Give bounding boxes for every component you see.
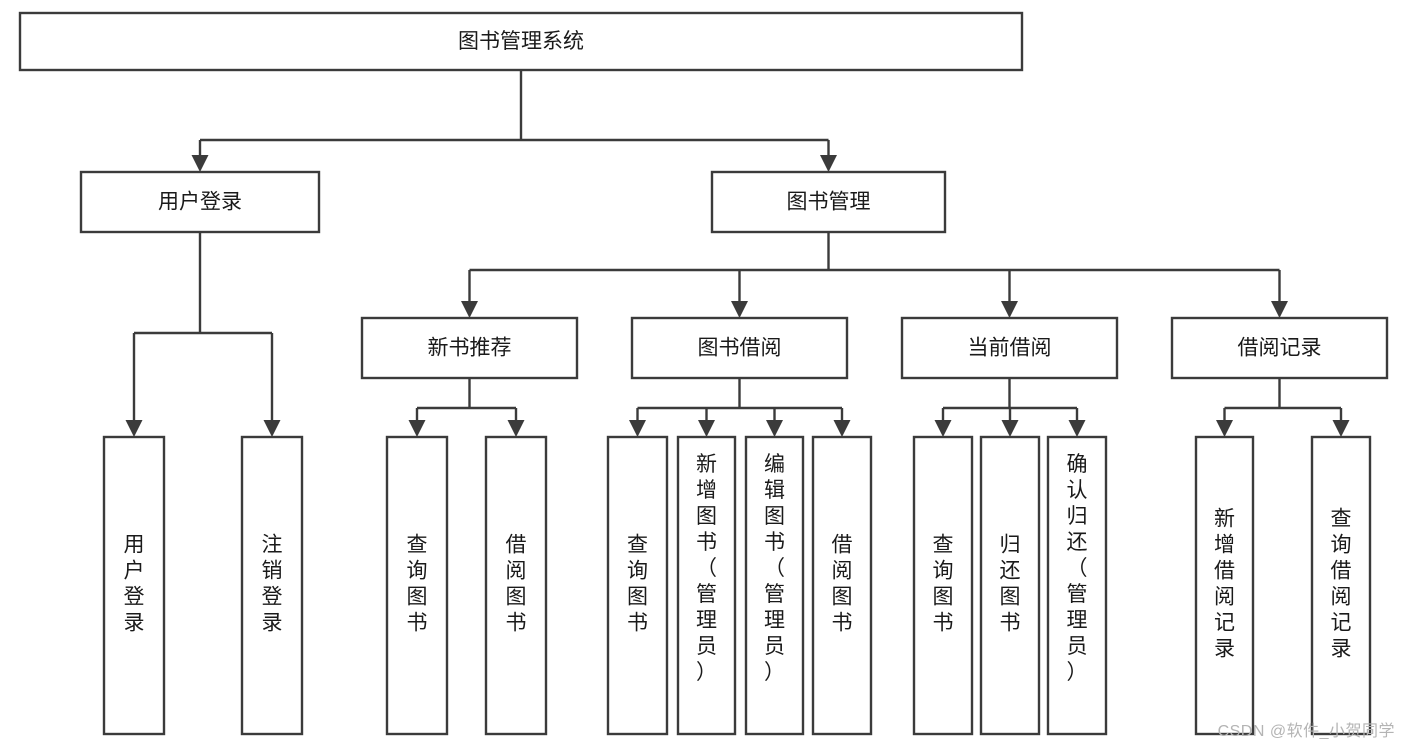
node-rect: [912, 435, 974, 736]
node-rect: [1170, 316, 1389, 380]
node-rect: [630, 316, 849, 380]
tree-node-box[interactable]: 查询借阅记录: [1310, 435, 1372, 736]
tree-node-box[interactable]: 新增借阅记录: [1194, 435, 1255, 736]
node-label: 注销登录: [262, 534, 283, 635]
drop-arrowhead: [934, 420, 952, 437]
node-label: 当前借阅: [968, 337, 1052, 360]
tree-node-box[interactable]: 注销登录: [240, 435, 304, 736]
drop-arrowhead: [507, 420, 525, 437]
node-label: 图书借阅: [698, 337, 782, 360]
drop-arrowhead: [1001, 420, 1019, 437]
node-rect: [900, 316, 1119, 380]
drop-arrowhead: [1271, 301, 1288, 318]
node-rect: [676, 435, 737, 736]
tree-node-box[interactable]: 编辑图书（管理员）: [744, 435, 805, 736]
node-rect: [710, 170, 947, 234]
drop-arrowhead: [698, 420, 715, 437]
connector-layer: [125, 70, 1350, 437]
node-label: 查询图书: [407, 534, 428, 635]
drop-arrowhead: [461, 301, 478, 318]
node-rect: [79, 170, 321, 234]
node-rect: [744, 435, 805, 736]
node-label: 查询图书: [627, 534, 648, 635]
node-rect: [1194, 435, 1255, 736]
drop-arrowhead: [1216, 420, 1233, 437]
drop-arrowhead: [1001, 301, 1018, 318]
node-label: 借阅记录: [1238, 337, 1322, 360]
node-label: 借阅图书: [832, 534, 853, 635]
tree-node-box[interactable]: 借阅图书: [484, 435, 548, 736]
tree-node-box[interactable]: 归还图书: [979, 435, 1041, 736]
drop-arrowhead: [263, 420, 281, 437]
node-label: 图书管理系统: [458, 30, 584, 53]
tree-node-box[interactable]: 用户登录: [79, 170, 321, 234]
drop-arrowhead: [125, 420, 143, 437]
node-rect: [484, 435, 548, 736]
tree-node-box[interactable]: 查询图书: [912, 435, 974, 736]
node-rect: [606, 435, 669, 736]
drop-arrowhead: [629, 420, 646, 437]
node-label: 编辑图书（管理员）: [764, 453, 785, 684]
node-rect: [979, 435, 1041, 736]
tree-node-box[interactable]: 图书管理系统: [18, 11, 1024, 72]
tree-node-box[interactable]: 确认归还（管理员）: [1046, 435, 1108, 736]
node-label: 查询图书: [933, 534, 954, 635]
node-rect: [811, 435, 873, 736]
drop-arrowhead: [191, 155, 209, 172]
drop-arrowhead: [1332, 420, 1350, 437]
node-label: 归还图书: [1000, 534, 1021, 635]
node-label: 新增图书（管理员）: [696, 453, 717, 684]
tree-node-box[interactable]: 借阅记录: [1170, 316, 1389, 380]
drop-arrowhead: [833, 420, 851, 437]
node-rect: [360, 316, 579, 380]
tree-node-box[interactable]: 借阅图书: [811, 435, 873, 736]
node-label: 借阅图书: [506, 534, 527, 635]
node-label: 查询借阅记录: [1331, 508, 1352, 661]
node-label: 新书推荐: [428, 337, 512, 360]
node-rect: [18, 11, 1024, 72]
tree-node-box[interactable]: 新书推荐: [360, 316, 579, 380]
tree-node-box[interactable]: 当前借阅: [900, 316, 1119, 380]
node-rect: [385, 435, 449, 736]
node-label: 图书管理: [787, 191, 871, 214]
tree-node-box[interactable]: 图书管理: [710, 170, 947, 234]
drop-arrowhead: [731, 301, 748, 318]
node-rect: [240, 435, 304, 736]
tree-node-box[interactable]: 查询图书: [606, 435, 669, 736]
node-label: 用户登录: [124, 534, 145, 635]
node-layer: 图书管理系统用户登录用户登录注销登录图书管理新书推荐查询图书借阅图书图书借阅查询…: [18, 11, 1389, 736]
tree-node-box[interactable]: 用户登录: [102, 435, 166, 736]
node-label: 用户登录: [158, 191, 242, 214]
tree-node-box[interactable]: 查询图书: [385, 435, 449, 736]
tree-node-box[interactable]: 图书借阅: [630, 316, 849, 380]
node-label: 新增借阅记录: [1214, 508, 1235, 661]
drop-arrowhead: [820, 155, 837, 172]
node-rect: [102, 435, 166, 736]
tree-node-box[interactable]: 新增图书（管理员）: [676, 435, 737, 736]
drop-arrowhead: [766, 420, 783, 437]
node-rect: [1046, 435, 1108, 736]
drop-arrowhead: [408, 420, 426, 437]
node-rect: [1310, 435, 1372, 736]
node-label: 确认归还（管理员）: [1067, 453, 1088, 684]
drop-arrowhead: [1068, 420, 1086, 437]
